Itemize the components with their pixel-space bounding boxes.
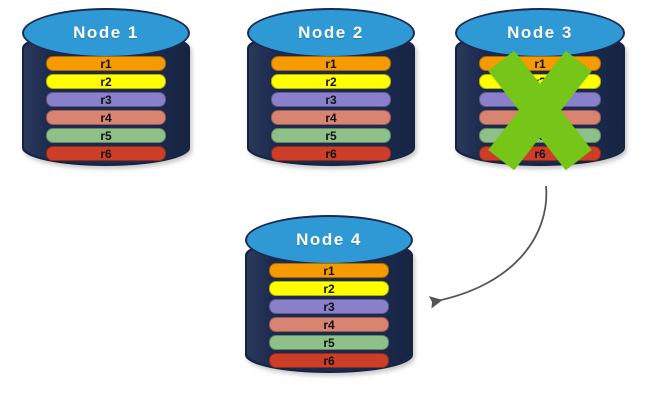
node-4[interactable]: r1 r2 r3 r4 r5 r6 Node 4 <box>245 215 413 390</box>
record-r2: r2 <box>270 74 392 89</box>
node-1-records: r1 r2 r3 r4 r5 r6 <box>45 56 167 161</box>
node-1-label: Node 1 <box>73 23 139 42</box>
record-r3: r3 <box>45 92 167 107</box>
record-r2: r2 <box>268 281 390 296</box>
record-r5: r5 <box>270 128 392 143</box>
record-r4: r4 <box>478 110 602 125</box>
record-r2: r2 <box>45 74 167 89</box>
record-r6: r6 <box>270 146 392 161</box>
record-r5: r5 <box>268 335 390 350</box>
record-r1: r1 <box>268 263 390 278</box>
node-3-label: Node 3 <box>507 23 573 42</box>
node-3[interactable]: r1 r2 r3 r4 r5 r6 Node 3 <box>455 8 625 183</box>
record-r6: r6 <box>45 146 167 161</box>
record-r5: r5 <box>45 128 167 143</box>
failover-arrow <box>429 185 548 309</box>
node-4-label: Node 4 <box>296 230 362 249</box>
record-r4: r4 <box>270 110 392 125</box>
record-r3: r3 <box>268 299 390 314</box>
record-r4: r4 <box>268 317 390 332</box>
record-r3: r3 <box>478 92 602 107</box>
record-r6: r6 <box>478 146 602 161</box>
node-2[interactable]: r1 r2 r3 r4 r5 r6 Node 2 <box>247 8 415 183</box>
record-r1: r1 <box>478 56 602 71</box>
record-r1: r1 <box>45 56 167 71</box>
node-3-cylinder-top: Node 3 <box>455 8 625 58</box>
node-2-cylinder-top: Node 2 <box>247 8 415 58</box>
node-2-label: Node 2 <box>298 23 364 42</box>
record-r1: r1 <box>270 56 392 71</box>
record-r4: r4 <box>45 110 167 125</box>
node-1[interactable]: r1 r2 r3 r4 r5 r6 Node 1 <box>22 8 190 183</box>
record-r2: r2 <box>478 74 602 89</box>
node-1-cylinder-top: Node 1 <box>22 8 190 58</box>
node-4-cylinder-top: Node 4 <box>245 215 413 265</box>
record-r3: r3 <box>270 92 392 107</box>
record-r6: r6 <box>268 353 390 368</box>
node-4-records: r1 r2 r3 r4 r5 r6 <box>268 263 390 368</box>
node-2-records: r1 r2 r3 r4 r5 r6 <box>270 56 392 161</box>
record-r5: r5 <box>478 128 602 143</box>
node-3-records: r1 r2 r3 r4 r5 r6 <box>478 56 602 161</box>
